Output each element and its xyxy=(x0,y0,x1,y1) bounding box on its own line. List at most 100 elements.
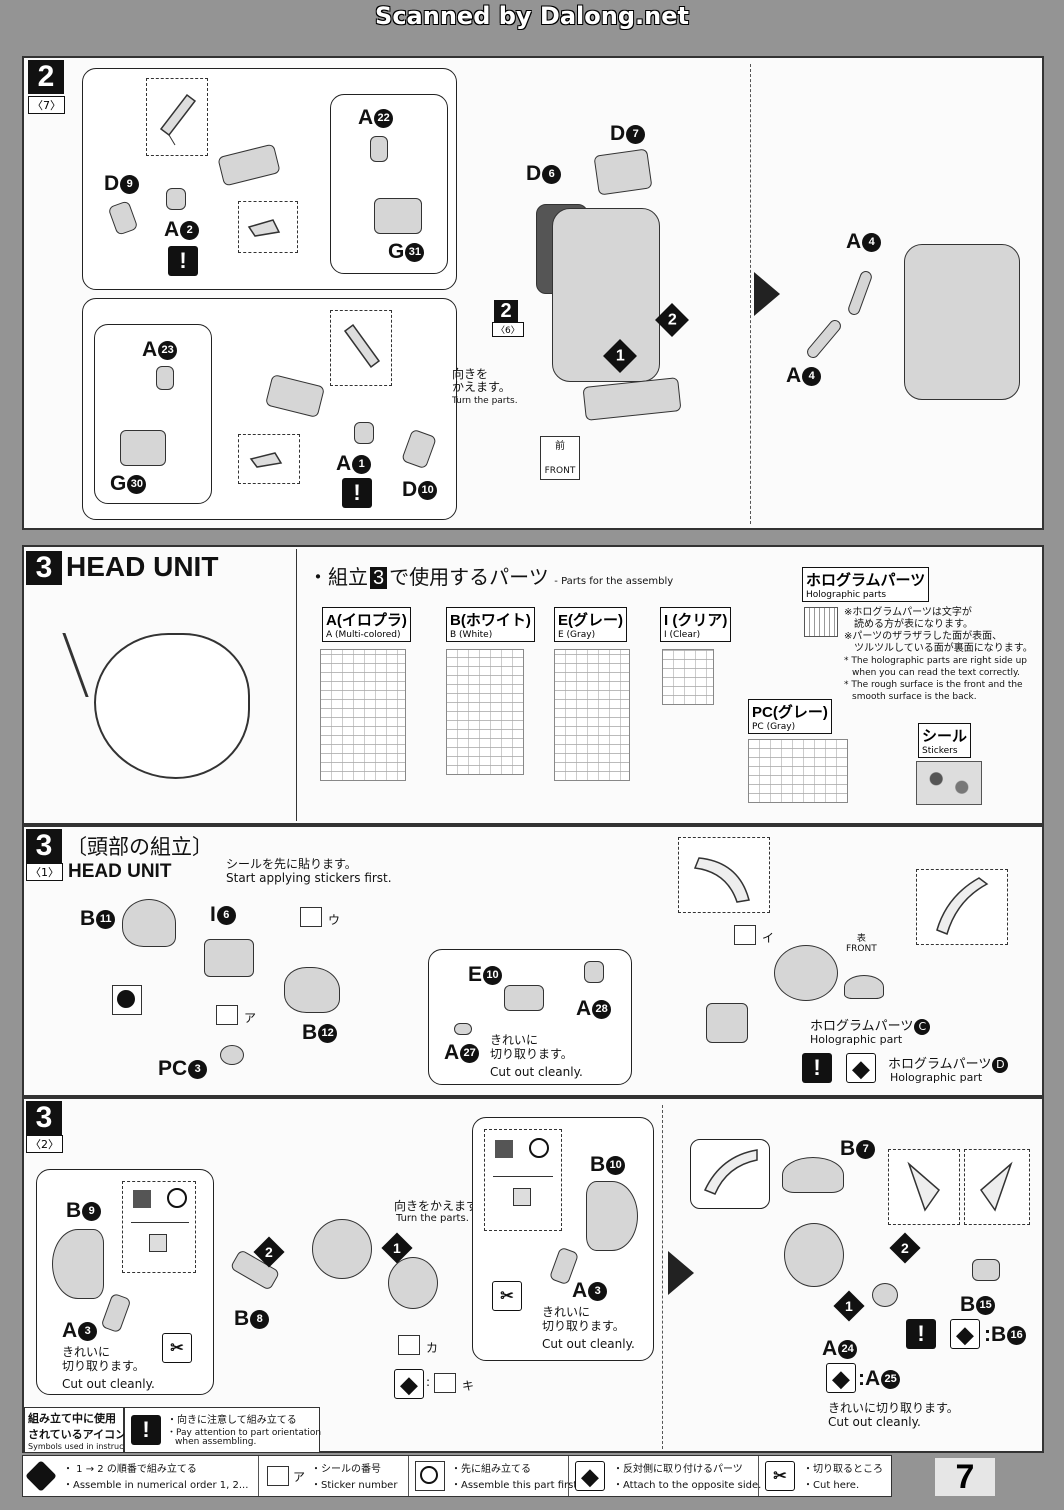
part-drawing-b7 xyxy=(782,1157,844,1193)
runner-label-e: E(グレー)E (Gray) xyxy=(554,607,627,642)
part-callout-box xyxy=(330,310,392,386)
next-arrow-icon xyxy=(754,272,780,316)
part-drawing-a24 xyxy=(872,1283,898,1307)
holo-callout xyxy=(690,1139,770,1209)
part-drawing-i6 xyxy=(204,939,254,977)
assemble-first-icon xyxy=(415,1461,445,1491)
orientation-warning-icon: ! xyxy=(131,1415,161,1445)
part-drawing xyxy=(706,1003,748,1043)
cut-here-icon: ✂ xyxy=(765,1461,795,1491)
part-icon xyxy=(513,1188,531,1206)
part-drawing-pc3 xyxy=(220,1045,244,1065)
substep-number: 〈2〉 xyxy=(26,1135,63,1153)
next-arrow-icon xyxy=(668,1251,694,1295)
part-sketch xyxy=(979,1161,1013,1212)
step-number: 3 xyxy=(26,1101,62,1135)
legend-bar: ・ 1 → 2 の順番で組み立てる ・Assemble in numerical… xyxy=(22,1455,892,1497)
legend-order-jp: ・ 1 → 2 の順番で組み立てる xyxy=(63,1464,197,1475)
part-drawing xyxy=(120,430,166,466)
cut-note-en: Cut out cleanly. xyxy=(62,1377,155,1391)
holo-note: ※ホログラムパーツは文字が 読める方が表になります。 ※パーツのザラザラした面が… xyxy=(844,607,1033,702)
step-number: 3 xyxy=(26,829,62,863)
part-callout-box xyxy=(146,78,208,156)
reference-substep: 〈6〉 xyxy=(492,322,524,337)
sticker-ki-mark: キ xyxy=(462,1379,475,1393)
sticker-ka-icon xyxy=(398,1335,420,1355)
runner-i-drawing xyxy=(662,649,714,705)
cut-here-icon: ✂ xyxy=(492,1281,522,1311)
legend-first-en: ・Assemble this part first. xyxy=(451,1480,581,1491)
head-assembly-drawing xyxy=(312,1219,372,1279)
part-drawing xyxy=(370,136,388,162)
reference-step: 2 xyxy=(494,300,518,322)
part-drawing-d7 xyxy=(593,148,653,196)
head-unit-illustration xyxy=(94,633,250,779)
sticker-a-mark: ア xyxy=(244,1011,257,1025)
watermark: Scanned by Dalong.net xyxy=(375,2,689,30)
legend-first-jp: ・先に組み立てる xyxy=(451,1464,531,1475)
panel-divider xyxy=(296,549,297,821)
turn-note-jp: 向きをかえます。 xyxy=(394,1199,489,1213)
part-sketch xyxy=(249,452,283,468)
legend-order-en: ・Assemble in numerical order 1, 2... xyxy=(63,1480,249,1491)
part-drawing-front xyxy=(582,377,682,421)
part-callout-box xyxy=(238,201,298,253)
order-2-icon: 2 xyxy=(889,1232,921,1264)
holo-part-callout xyxy=(678,837,770,913)
sticker-ki-icon xyxy=(434,1373,456,1393)
order-icon xyxy=(25,1460,57,1492)
part-drawing-a4 xyxy=(846,269,874,317)
opposite-side-icon: ◆ xyxy=(394,1369,424,1399)
orient-jp: ・向きに注意して組み立てる xyxy=(167,1415,297,1426)
cut-note-jp: きれいに切り取ります。 xyxy=(828,1401,959,1415)
orientation-warning-icon: ! xyxy=(802,1053,832,1083)
sticker-sheet-drawing xyxy=(916,761,982,805)
part-callout-box xyxy=(238,434,300,484)
holo-part-callout xyxy=(916,869,1008,945)
cut-note-jp: きれいに 切り取ります。 xyxy=(62,1345,145,1373)
holo-d-en: Holographic part xyxy=(890,1071,983,1084)
panel-divider xyxy=(750,64,751,524)
step-3-1-panel: 3 〈1〉 〔頭部の組立〕 HEAD UNIT シールを先に貼ります。 Star… xyxy=(22,825,1044,1097)
step-number: 3 xyxy=(26,551,62,585)
opposite-side-icon: ◆ xyxy=(846,1053,876,1083)
cut-note-en: Cut out cleanly. xyxy=(828,1415,921,1429)
orientation-warning-icon: ! xyxy=(168,246,198,276)
torso-assembly-drawing xyxy=(904,244,1020,400)
legend-cut-jp: ・切り取るところ xyxy=(803,1464,883,1475)
part-callout-box xyxy=(888,1149,960,1225)
step-number: 2 xyxy=(28,60,64,94)
sticker-icon xyxy=(267,1466,289,1486)
legend-cut-en: ・Cut here. xyxy=(803,1480,860,1491)
head-assembly-drawing xyxy=(784,1223,844,1287)
legend-opposite-jp: ・反対側に取り付けるパーツ xyxy=(613,1464,743,1475)
icons-box-title: 組み立て中に使用 されているアイコン Symbols used in instr… xyxy=(24,1407,143,1453)
part-sketch xyxy=(159,93,197,146)
runner-label-b: B(ホワイト)B (White) xyxy=(446,607,535,642)
sticker-i-mark: イ xyxy=(762,931,775,945)
sticker-mark: ア xyxy=(293,1470,306,1484)
holo-part-sketch xyxy=(703,1149,758,1195)
holo-part-drawing xyxy=(844,975,884,999)
